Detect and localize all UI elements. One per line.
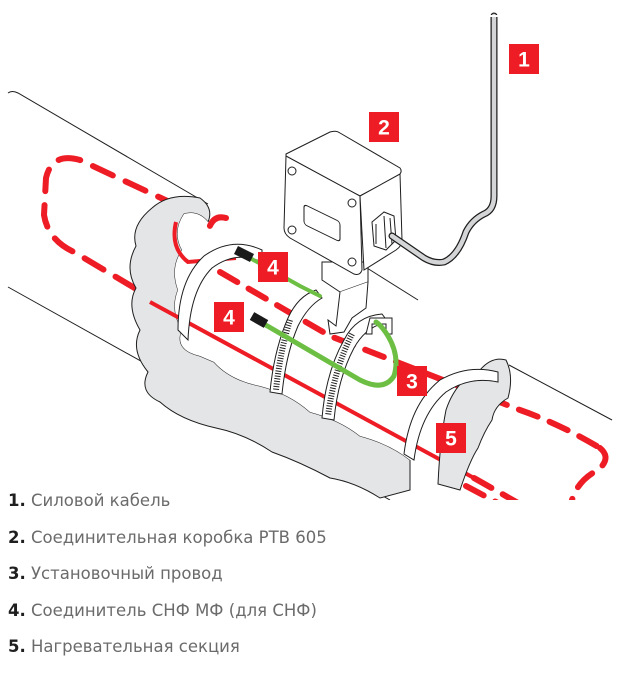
- hose-clamp-left: [269, 289, 323, 395]
- callout-3: 3: [397, 366, 427, 396]
- legend-item: 2. Соединительная коробка PTB 605: [8, 527, 327, 564]
- legend-number: 5.: [8, 637, 26, 657]
- junction-box-label-plate: [303, 204, 341, 242]
- callout-4-lower-text: 4: [223, 307, 235, 330]
- screw-top-left: [287, 166, 297, 176]
- connector-upper: [233, 245, 255, 263]
- legend-number: 4.: [8, 600, 26, 620]
- pipe-top-edge: [7, 91, 209, 205]
- legend-text: Силовой кабель: [31, 491, 171, 510]
- callout-4-upper-text: 4: [267, 257, 279, 280]
- junction-box: [283, 130, 403, 275]
- screw-top-right: [347, 198, 357, 208]
- legend-text: Соединительная коробка PTB 605: [31, 527, 327, 547]
- pipe-top-edge-right: [366, 267, 419, 301]
- clamp-bracket: [365, 317, 393, 335]
- hose-clamp-left-ribs: [273, 319, 293, 391]
- callout-4-lower: 4: [214, 302, 244, 332]
- legend-item: 3. Установочный провод: [8, 563, 327, 600]
- legend: 1. Силовой кабель 2. Соединительная коро…: [8, 490, 327, 673]
- hose-clamp-right-ribs: [325, 332, 355, 417]
- callout-5-text: 5: [445, 428, 457, 451]
- connector-lower: [249, 312, 269, 328]
- insulation-right-cut: [437, 358, 512, 491]
- callout-5: 5: [436, 423, 466, 453]
- legend-item: 1. Силовой кабель: [8, 490, 327, 527]
- heating-cable-hidden-right: [471, 445, 609, 500]
- legend-item: 5. Нагревательная секция: [8, 636, 327, 673]
- legend-text: Соединитель СНФ МФ (для СНФ): [31, 600, 317, 620]
- legend-number: 1.: [8, 491, 26, 510]
- legend-item: 4. Соединитель СНФ МФ (для СНФ): [8, 600, 327, 637]
- screw-bottom-left: [287, 225, 297, 235]
- callout-3-text: 3: [406, 371, 418, 394]
- legend-number: 3.: [8, 564, 26, 584]
- legend-number: 2.: [8, 527, 26, 547]
- callout-1-text: 1: [518, 49, 530, 72]
- heating-cable-visible: [149, 300, 475, 480]
- heating-cable-dashed-upper: [205, 214, 603, 451]
- pipe-heating-diagram: 1 2 3 4 4 5: [7, 12, 613, 500]
- heating-cable-hidden-left: [40, 155, 181, 305]
- callout-1: 1: [509, 44, 539, 74]
- screw-bottom-right: [347, 257, 357, 267]
- tape-band-right: [403, 368, 499, 461]
- callout-4-upper: 4: [258, 252, 288, 282]
- fixing-tape-bands: [177, 243, 499, 461]
- power-cable: [389, 13, 497, 265]
- tape-band-left: [177, 243, 263, 342]
- heating-cable-visible-curve: [172, 221, 237, 265]
- power-cable-outline: [388, 12, 498, 266]
- callout-2: 2: [369, 112, 399, 142]
- installation-wire-loop: [261, 319, 399, 388]
- legend-text: Нагревательная секция: [31, 637, 240, 657]
- pipe-right-top-edge: [508, 364, 613, 421]
- callout-2-text: 2: [378, 117, 390, 140]
- legend-text: Установочный провод: [31, 564, 223, 584]
